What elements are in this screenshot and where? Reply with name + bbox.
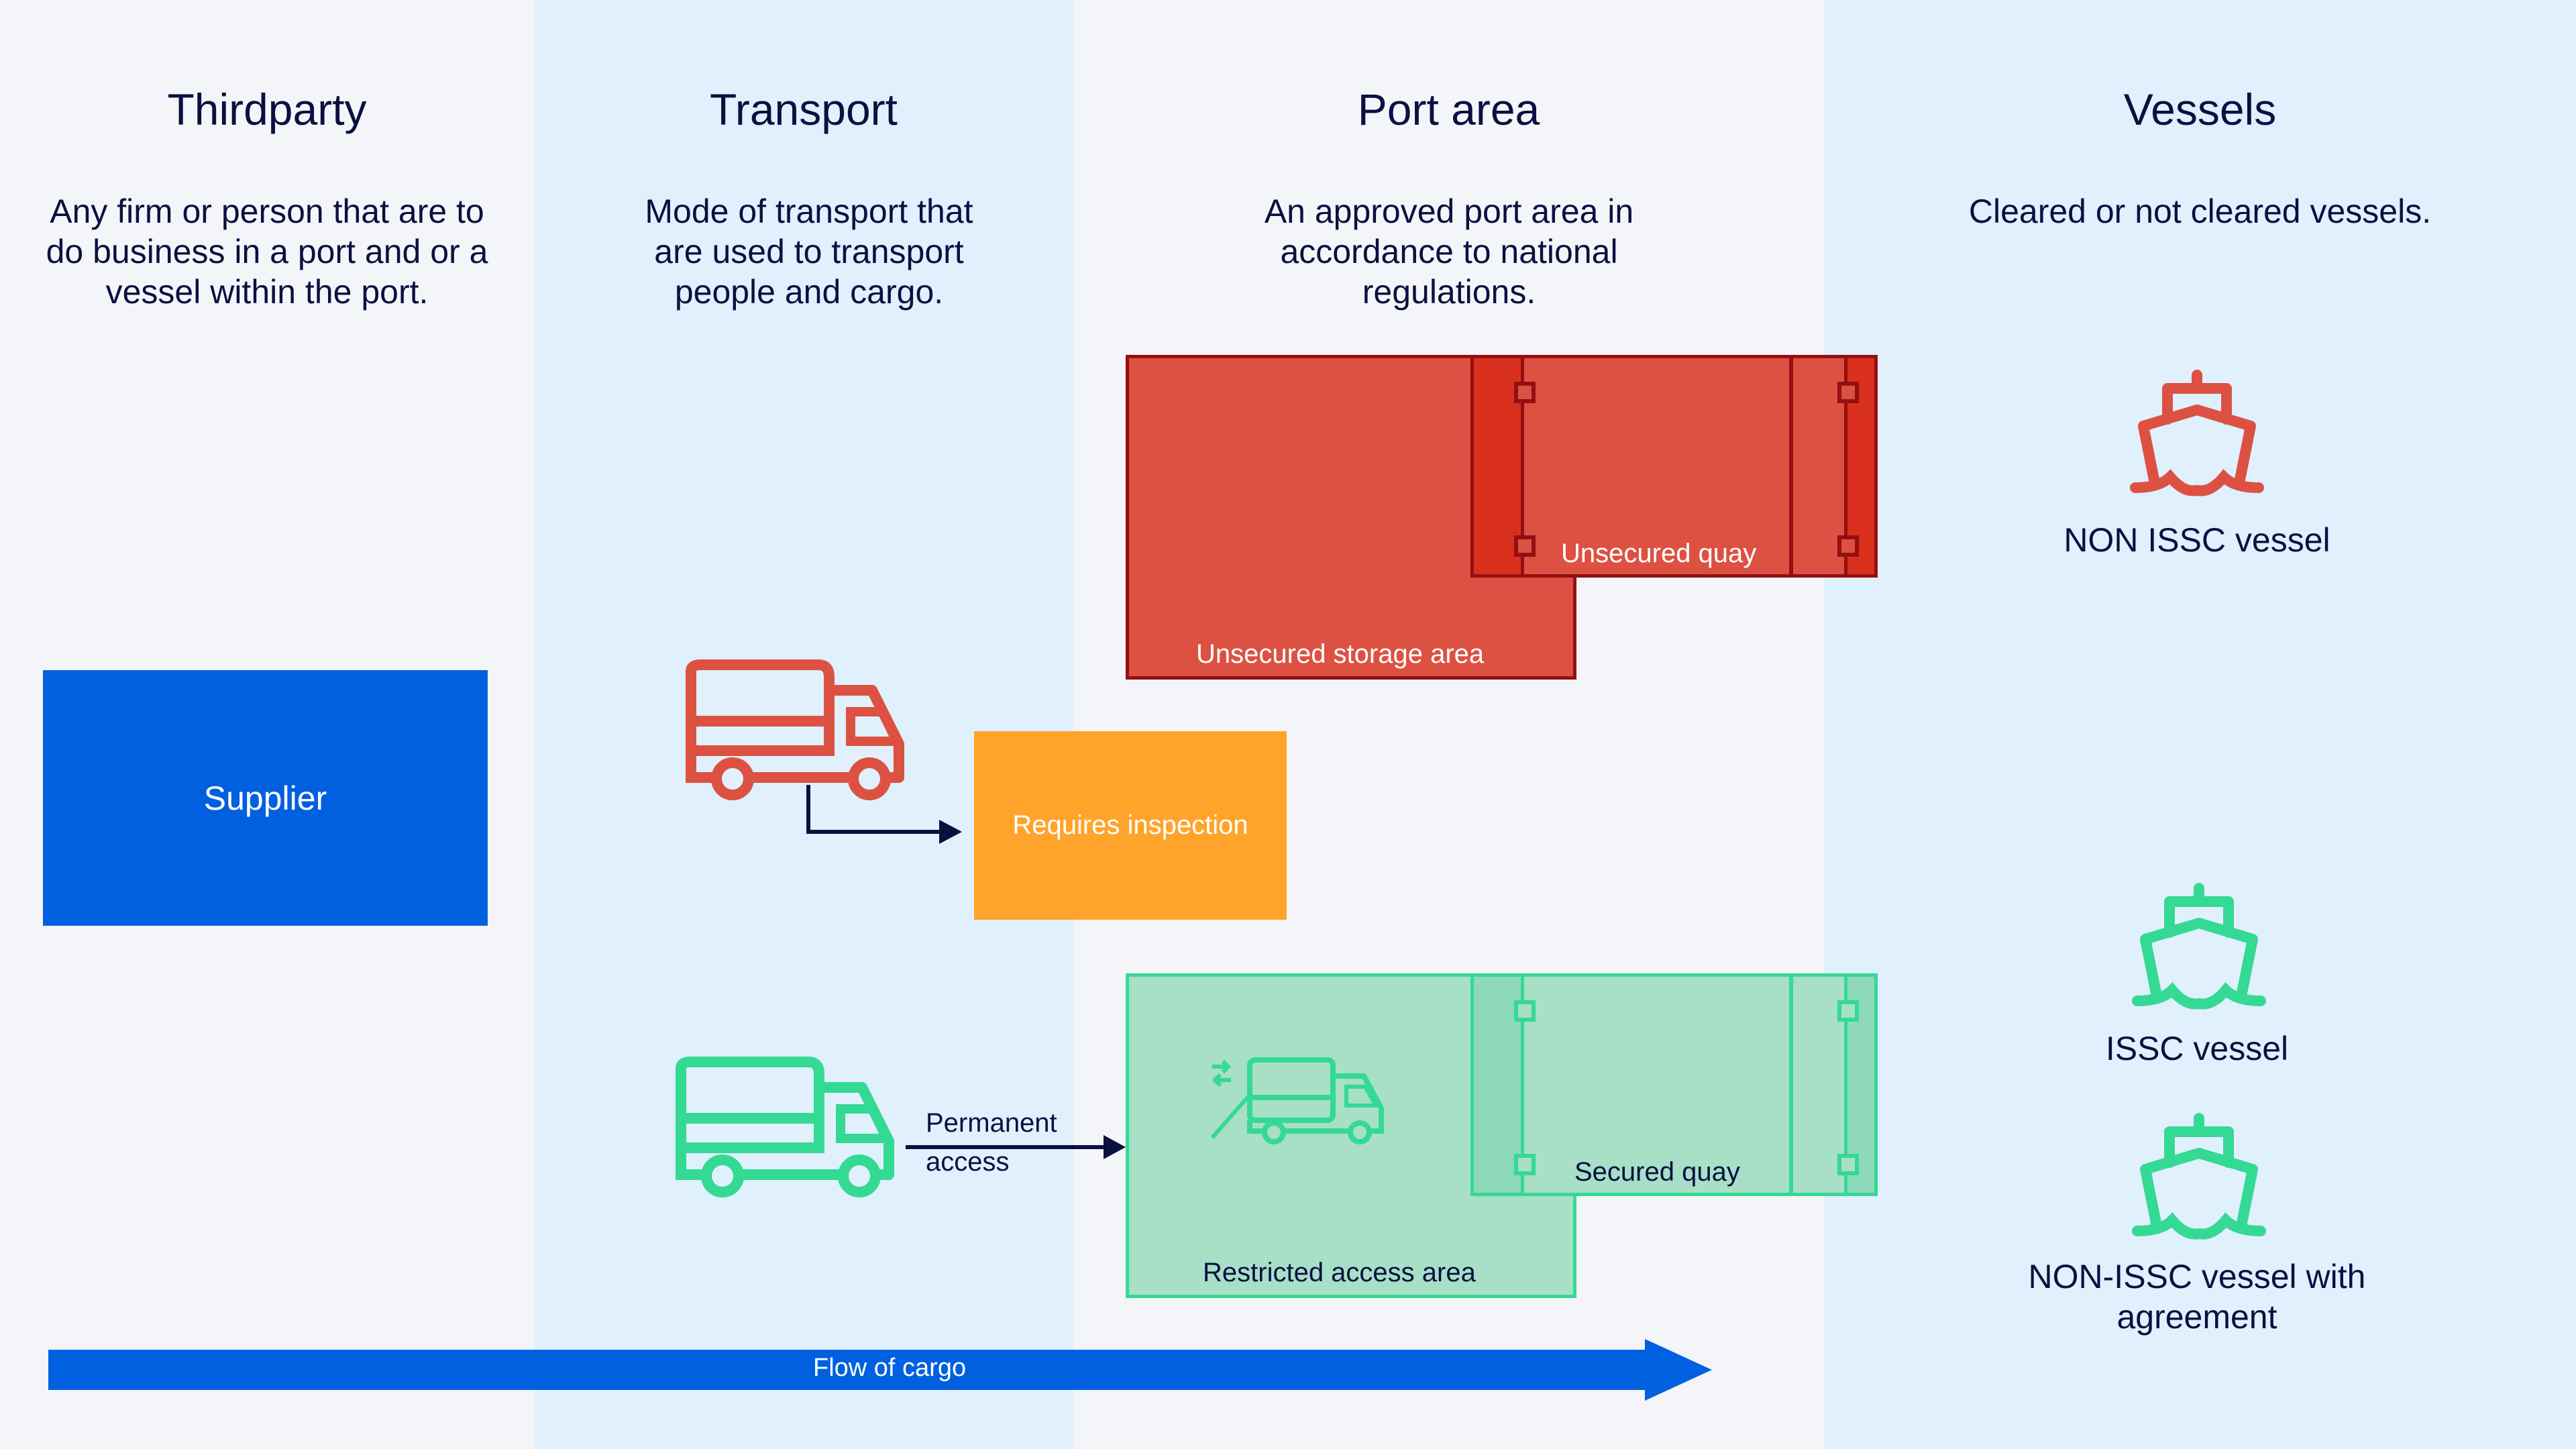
truck-icon-red xyxy=(686,659,904,800)
restricted-access-label: Restricted access area xyxy=(1203,1258,1476,1287)
vessel-label: NON-ISSC vessel with agreement xyxy=(2028,1258,2366,1336)
bollard-icon xyxy=(1837,1000,1859,1022)
quay-line-left xyxy=(1521,358,1524,574)
inspection-box[interactable]: Requires inspection xyxy=(974,731,1287,920)
arrow-permanent-access xyxy=(906,1135,1126,1159)
supplier-box[interactable]: Supplier xyxy=(43,670,488,926)
column-title: Port area xyxy=(1357,85,1540,134)
ship-icon-green xyxy=(2132,883,2266,1010)
secured-quay[interactable]: Secured quay xyxy=(1470,973,1878,1196)
loading-truck-icon xyxy=(1210,1057,1384,1144)
flow-of-cargo-label: Flow of cargo xyxy=(813,1354,967,1382)
permanent-access-line1: Permanent xyxy=(926,1108,1057,1138)
permanent-access-line2: access xyxy=(926,1147,1010,1177)
column-description: Any firm or person that are to do busine… xyxy=(46,193,488,311)
bollard-icon xyxy=(1837,382,1859,403)
quay-line-left xyxy=(1521,977,1524,1193)
column-description: Mode of transport that are used to trans… xyxy=(645,193,973,311)
flow-of-cargo-arrow xyxy=(48,1339,1712,1401)
column-vessels: Vessels Cleared or not cleared vessels. xyxy=(1824,0,2576,1449)
column-title: Vessels xyxy=(2123,85,2277,134)
vessel-label: ISSC vessel xyxy=(2105,1030,2289,1067)
truck-icon-green xyxy=(676,1057,894,1197)
column-description: Cleared or not cleared vessels. xyxy=(1968,193,2432,230)
arrow-to-inspection xyxy=(806,785,962,844)
bollard-icon xyxy=(1514,1000,1536,1022)
secured-quay-label: Secured quay xyxy=(1574,1157,1740,1187)
bollard-icon xyxy=(1837,1154,1859,1175)
quay-divider xyxy=(1789,977,1793,1193)
supplier-label: Supplier xyxy=(203,779,327,817)
vessel-label: NON ISSC vessel xyxy=(2063,521,2330,559)
column-title: Transport xyxy=(710,85,898,134)
unsecured-storage-label: Unsecured storage area xyxy=(1196,639,1485,669)
quay-strip-left xyxy=(1474,358,1521,574)
ship-icon-red xyxy=(2130,370,2264,496)
column-description: An approved port area in accordance to n… xyxy=(1264,193,1634,311)
quay-divider xyxy=(1789,358,1793,574)
quay-line-right xyxy=(1844,358,1847,574)
unsecured-quay[interactable]: Unsecured quay xyxy=(1470,355,1878,578)
ship-icon-green xyxy=(2132,1113,2266,1240)
quay-line-right xyxy=(1844,977,1847,1193)
bollard-icon xyxy=(1837,535,1859,557)
column-title: Thirdparty xyxy=(167,85,367,134)
bollard-icon xyxy=(1514,382,1536,403)
quay-strip-left xyxy=(1474,977,1521,1193)
unsecured-quay-label: Unsecured quay xyxy=(1561,539,1757,568)
inspection-label: Requires inspection xyxy=(1012,810,1248,840)
bollard-icon xyxy=(1514,1154,1536,1175)
bollard-icon xyxy=(1514,535,1536,557)
